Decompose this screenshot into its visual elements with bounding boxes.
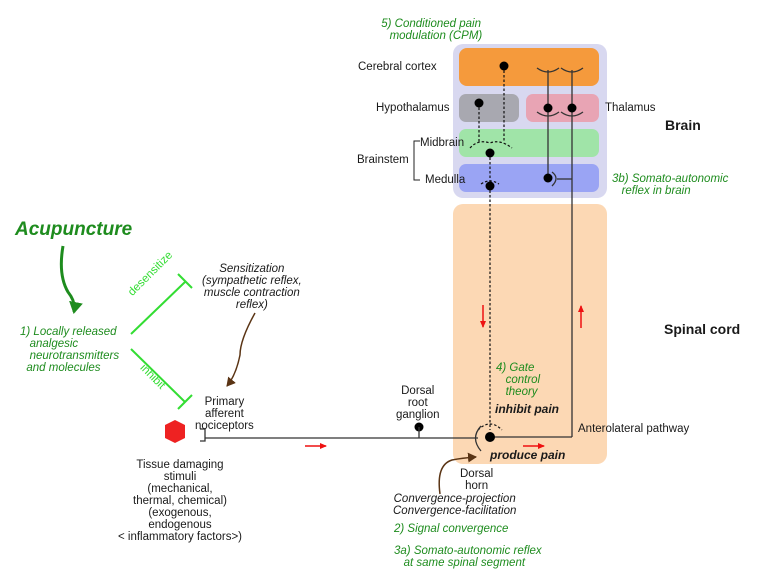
acupuncture-arrow: [59, 245, 83, 314]
acupuncture-title: Acupuncture: [15, 219, 133, 240]
convergence-arrow: [438, 452, 477, 495]
mechanism-4-label: 4) Gate control theory: [496, 362, 541, 398]
produce-pain-label: produce pain: [490, 448, 566, 462]
hypothalamus-label: Hypothalamus: [376, 102, 450, 114]
inhibit-bar: [177, 394, 193, 410]
primary-afferent-label: Primary afferent nociceptors: [195, 396, 254, 432]
medulla-neuron: [485, 181, 495, 191]
inhibit-pain-label: inhibit pain: [495, 402, 559, 416]
mechanism-3a-label: 3a) Somato-autonomic reflex at same spin…: [394, 545, 542, 569]
spinal-cord-label: Spinal cord: [664, 321, 741, 337]
thalamus-region: [526, 94, 599, 122]
cerebral-cortex-region: [459, 48, 599, 86]
ascending-pathway: [490, 67, 584, 438]
medulla-label: Medulla: [425, 174, 466, 186]
thalamus-label: Thalamus: [605, 102, 656, 114]
medulla-neuron-2: [543, 173, 553, 183]
anterolateral-pathway-label: Anterolateral pathway: [578, 423, 690, 435]
mechanism-3b-label: 3b) Somato-autonomic reflex in brain: [612, 173, 729, 197]
desensitize-bar: [177, 273, 193, 289]
cerebral-cortex-label: Cerebral cortex: [358, 61, 437, 73]
hypothalamus-neuron: [474, 98, 484, 108]
cpm-dashed-pathway: [469, 66, 513, 431]
brain-label: Brain: [665, 117, 701, 133]
mechanism-2-label: 2) Signal convergence: [394, 523, 509, 535]
dorsal-horn-neuron: [485, 432, 495, 442]
convergence-label: Convergence-projection Convergence-facil…: [393, 493, 517, 517]
midbrain-region: [459, 129, 599, 157]
thalamus-neuron-2: [567, 103, 577, 113]
stimulus-hexagon: [165, 420, 185, 443]
mechanism-5-label: 5) Conditioned pain modulation (CPM): [381, 18, 483, 42]
tissue-damaging-label: Tissue damaging stimuli (mechanical, the…: [118, 459, 242, 543]
sensitization-label: Sensitization (sympathetic reflex, muscl…: [202, 263, 302, 311]
midbrain-neuron: [485, 148, 495, 158]
medulla-region: [459, 164, 599, 192]
afferent-pathway: [200, 425, 482, 452]
brainstem-bracket: [413, 140, 420, 181]
cortex-neuron: [499, 61, 509, 71]
brainstem-label: Brainstem: [357, 154, 409, 166]
spinal-cord-region: [453, 204, 607, 464]
dorsal-root-ganglion-label: Dorsal root ganglion: [396, 385, 440, 421]
thalamus-neuron-1: [543, 103, 553, 113]
mechanism-1-label: 1) Locally released analgesic neurotrans…: [20, 326, 120, 374]
hypothalamus-region: [459, 94, 519, 122]
inhibit-line: [130, 348, 186, 403]
sensitization-arrow: [226, 312, 256, 387]
dorsal-horn-label: Dorsal horn: [460, 468, 494, 492]
desensitize-line: [130, 281, 186, 335]
midbrain-label: Midbrain: [420, 137, 465, 149]
